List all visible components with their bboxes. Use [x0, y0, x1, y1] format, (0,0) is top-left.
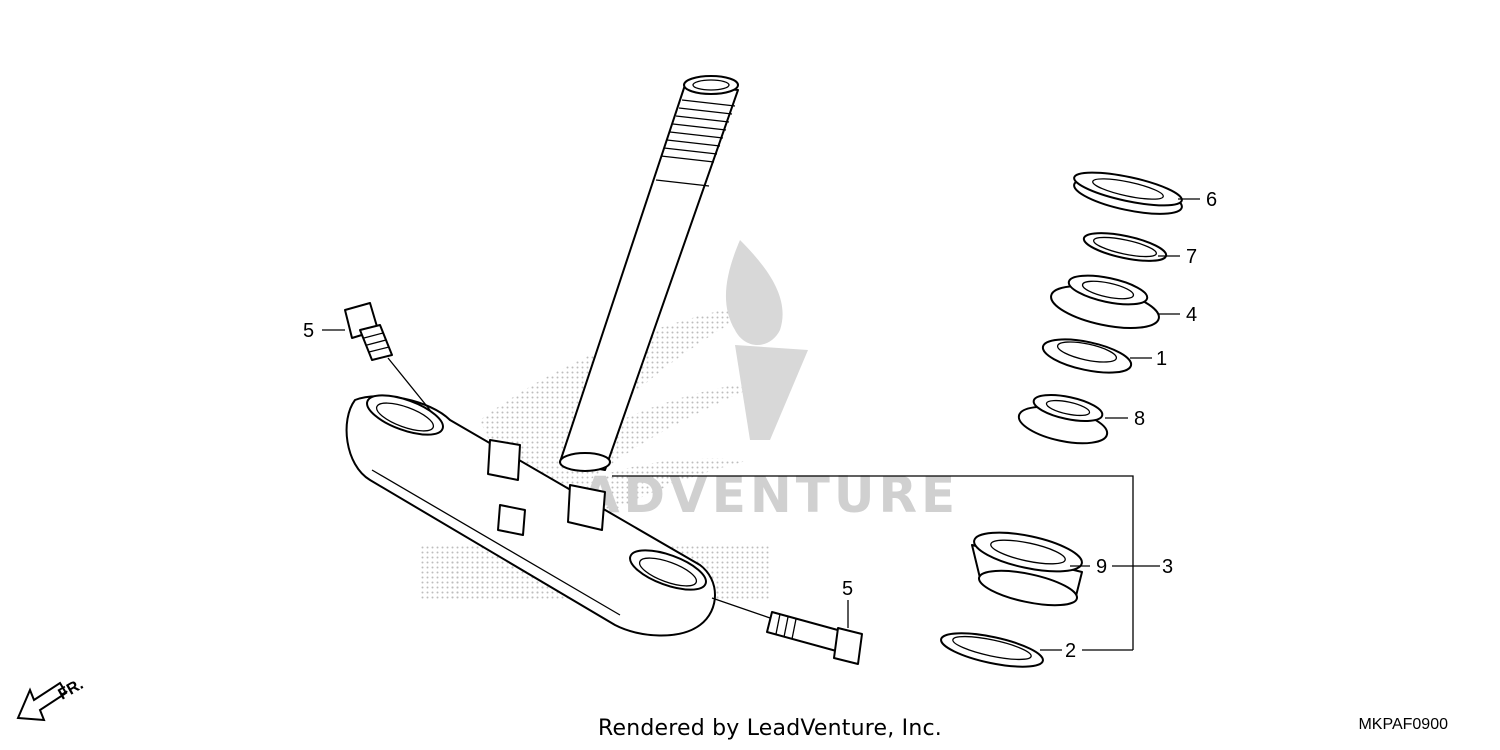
front-direction-label: FR.: [56, 676, 87, 704]
callout-bearing-set: 3: [1162, 556, 1173, 578]
callout-lower-dust-seal: 2: [1065, 640, 1076, 662]
lower-dust-seal: [940, 632, 1044, 668]
watermark-flame-logo: [725, 240, 808, 440]
callout-upper-bearing: 8: [1134, 408, 1145, 430]
dust-seal: [1041, 338, 1133, 374]
callout-adjusting-nut: 4: [1186, 304, 1197, 326]
steering-stem: [559, 75, 739, 471]
diagram-code: MKPAF0900: [1358, 716, 1448, 733]
leader-lines: [322, 198, 1200, 651]
adjusting-nut: [1050, 274, 1160, 329]
lower-bolt: [766, 611, 863, 665]
callout-lock-washer: 7: [1186, 246, 1197, 268]
footer-credit: Rendered by LeadVenture, Inc.: [598, 716, 942, 741]
upper-bearing: [1017, 394, 1109, 445]
callout-bolt-lower: 5: [842, 578, 853, 600]
callout-dust-seal: 1: [1156, 348, 1167, 370]
callout-locknut: 6: [1206, 189, 1217, 211]
locknut: [1073, 171, 1183, 215]
bottom-bridge: [345, 394, 716, 637]
callout-lower-bearing: 9: [1096, 556, 1107, 578]
front-direction-arrow-icon: FR.: [16, 676, 87, 722]
callout-bolt-upper: 5: [303, 320, 314, 342]
upper-bolt: [344, 302, 393, 361]
lower-bearing: [971, 531, 1083, 607]
lock-washer: [1082, 232, 1168, 262]
watermark-brand-text: ADVENTURE: [581, 466, 959, 524]
